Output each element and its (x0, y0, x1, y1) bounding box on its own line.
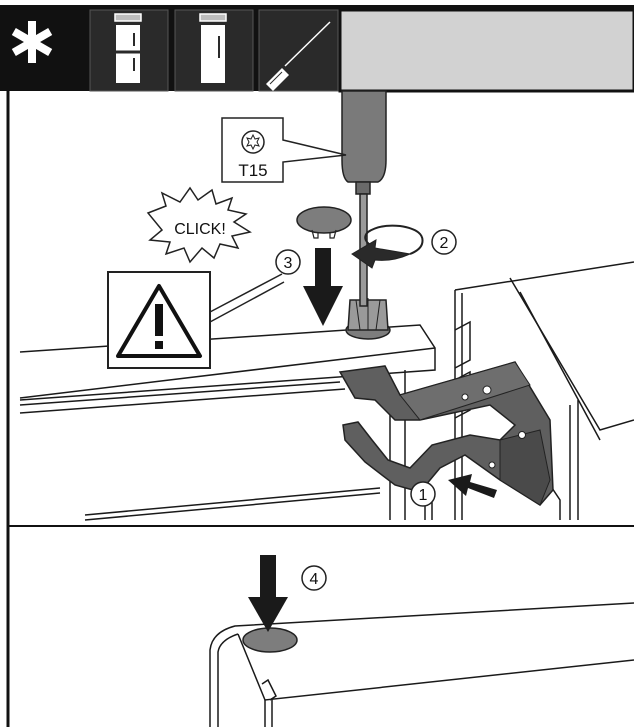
step-number-four: 4 (302, 566, 326, 590)
step-number-one: 1 (411, 482, 435, 506)
screwdriver-icon (259, 10, 338, 91)
fitted-cover-cap (243, 628, 297, 652)
cover-cap (297, 207, 351, 238)
fridge-freezer-icon (90, 10, 168, 91)
step-number-three: 3 (276, 250, 300, 274)
header-bar (0, 5, 634, 91)
fridge-icon (175, 10, 253, 91)
screw-seat (346, 298, 390, 339)
svg-text:4: 4 (310, 571, 319, 588)
click-burst: CLICK! (148, 188, 250, 262)
tool-callout: T15 (222, 118, 346, 182)
warning-box (108, 272, 284, 368)
screwdriver-tool (342, 91, 386, 306)
appliance-top-upper (20, 325, 435, 520)
click-label: CLICK! (174, 221, 226, 238)
press-down-arrow-lower (248, 555, 288, 632)
step-number-two: 2 (432, 230, 456, 254)
svg-text:1: 1 (419, 487, 428, 504)
tool-size-label: T15 (238, 161, 267, 180)
hinge-bracket (340, 362, 553, 505)
svg-text:2: 2 (440, 235, 449, 252)
press-down-arrow (303, 248, 343, 326)
svg-text:3: 3 (284, 255, 293, 272)
